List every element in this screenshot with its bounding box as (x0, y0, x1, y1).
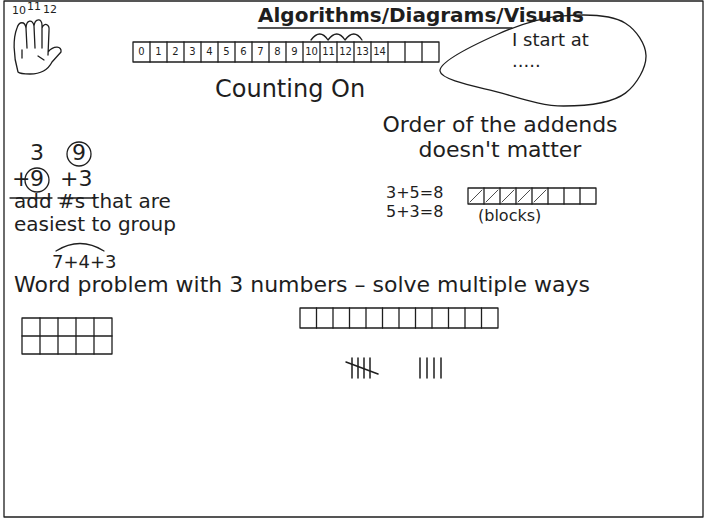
number-line-value: 3 (184, 46, 201, 58)
number-line-value: 12 (337, 46, 354, 58)
finger-number: 12 (43, 4, 57, 17)
number-line-value: 8 (269, 46, 286, 58)
number-line-value: 13 (354, 46, 371, 58)
heading-note: Counting On (215, 76, 365, 104)
number-line-value: 5 (218, 46, 235, 58)
number-line-value: 10 (303, 46, 320, 58)
number-line-value: 7 (252, 46, 269, 58)
group-arc (56, 244, 104, 252)
hop-arcs (311, 34, 362, 40)
finger-number: 11 (27, 1, 41, 14)
number-line-value: 9 (286, 46, 303, 58)
number-line (133, 42, 439, 62)
frame (4, 1, 703, 517)
bubble-text: I start at ..... (512, 30, 620, 71)
number-line-value: 6 (235, 46, 252, 58)
addend: 3 (30, 140, 44, 165)
number-line-value: 14 (371, 46, 388, 58)
addend: +3 (60, 166, 92, 191)
addend: 9 (30, 166, 44, 191)
title: Algorithms/Diagrams/Visuals (258, 4, 584, 27)
hand-drawing (14, 20, 61, 74)
number-line-value: 2 (167, 46, 184, 58)
note: Order of the addends doesn't matter (355, 112, 645, 163)
bubble-shape (440, 15, 646, 106)
title-underline (258, 27, 512, 28)
speech-bubble: I start at ..... (440, 14, 646, 106)
equation: 7+4+3 (52, 252, 117, 273)
finger-number: 10 (12, 5, 26, 18)
note: (blocks) (478, 207, 541, 225)
addend: 9 (72, 140, 86, 165)
blocks-row (300, 308, 498, 328)
equation: 5+3=8 (386, 203, 443, 221)
tally-marks (346, 358, 441, 378)
number-line-value: 1 (150, 46, 167, 58)
bubble-outline (440, 14, 646, 106)
number-line-value: 0 (133, 46, 150, 58)
plus-sign: + (12, 166, 30, 191)
number-line-value: 11 (320, 46, 337, 58)
number-line-value: 4 (201, 46, 218, 58)
note: Word problem with 3 numbers – solve mult… (14, 272, 699, 297)
ten-frame (22, 318, 112, 354)
note: add #s that are easiest to group (14, 190, 219, 236)
equation: 3+5=8 (386, 184, 443, 202)
blocks-row (468, 188, 596, 204)
